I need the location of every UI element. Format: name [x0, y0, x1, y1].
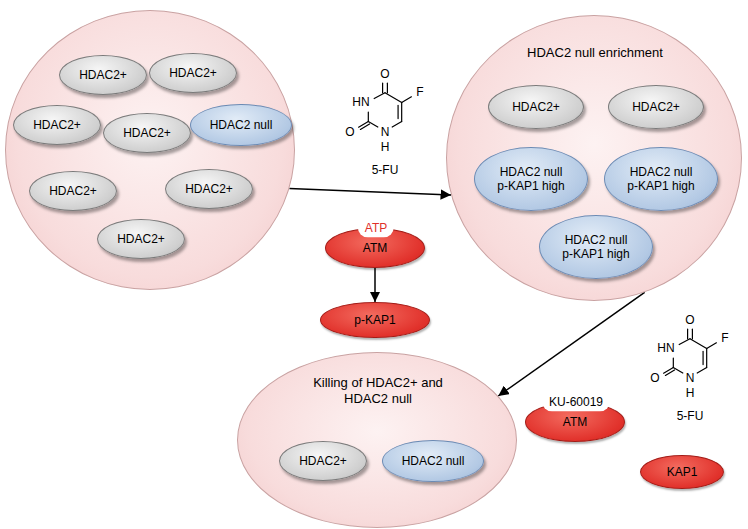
node-label: HDAC2 null p-KAP1 high	[495, 165, 567, 194]
atom-label: H	[381, 140, 390, 154]
cell-ellipse: HDAC2+	[608, 85, 704, 129]
inhibitor-tab: KU-60019	[542, 394, 610, 411]
atom-label: F	[416, 85, 423, 99]
atom-label: O	[345, 125, 354, 139]
node-label: ATM	[563, 415, 587, 429]
inhibitor-tab: ATP	[358, 220, 394, 237]
cell-ellipse: HDAC2 null	[382, 440, 483, 482]
flow-arrow	[498, 292, 644, 396]
atom-label: H	[686, 386, 695, 400]
region-heading: Killing of HDAC2+ and HDAC2 null	[309, 375, 447, 406]
atom-label: HN	[657, 341, 674, 355]
cell-ellipse: HDAC2+	[13, 105, 101, 145]
protein-ellipse: KAP1	[640, 455, 724, 489]
cell-ellipse: HDAC2+	[279, 441, 367, 481]
node-label: HDAC2 null p-KAP1 high	[625, 165, 697, 194]
cell-ellipse: HDAC2 null p-KAP1 high	[474, 147, 588, 211]
node-label: HDAC2+	[33, 118, 81, 132]
cell-ellipse: HDAC2 null p-KAP1 high	[539, 215, 653, 279]
atom-label: O	[380, 67, 389, 81]
cell-population: Killing of HDAC2+ and HDAC2 nullHDAC2+ HD…	[237, 352, 517, 528]
cell-ellipse: HDAC2 null	[190, 104, 291, 146]
node-label: HDAC2 null p-KAP1 high	[560, 233, 632, 262]
node-label: HDAC2+	[512, 100, 560, 114]
cell-ellipse: HDAC2+	[165, 169, 253, 209]
node-label: HDAC2+	[185, 182, 233, 196]
cell-ellipse: HDAC2+	[103, 113, 191, 153]
cell-ellipse: HDAC2+	[29, 171, 117, 211]
atom-label: HN	[352, 95, 369, 109]
node-label: HDAC2+	[169, 66, 217, 80]
cell-population: HDAC2 null enrichmentHDAC2+ HDAC2+ HDAC2 n…	[446, 15, 742, 301]
atom-label: F	[721, 331, 728, 345]
node-label: p-KAP1	[354, 313, 395, 327]
drug-label: 5-FU	[677, 409, 704, 423]
atom-label: O	[650, 371, 659, 385]
region-heading: HDAC2 null enrichment	[527, 45, 663, 61]
kinase-ellipse: ATPATM	[325, 228, 425, 268]
cell-ellipse: HDAC2+	[149, 53, 237, 93]
drug-label: 5-FU	[372, 163, 399, 177]
node-label: HDAC2+	[632, 100, 680, 114]
cell-ellipse: HDAC2+	[97, 219, 185, 259]
cell-population: HDAC2+HDAC2+HDAC2+HDAC2+HDAC2 nullHDAC2+…	[5, 10, 295, 290]
node-label: HDAC2+	[299, 454, 347, 468]
node-label: HDAC2 null	[402, 454, 465, 468]
atom-label: O	[685, 313, 694, 327]
node-label: HDAC2+	[79, 68, 127, 82]
cell-ellipse: HDAC2+	[59, 55, 147, 95]
flow-arrow	[289, 189, 451, 195]
node-label: KAP1	[667, 465, 698, 479]
node-label: HDAC2+	[117, 232, 165, 246]
protein-ellipse: p-KAP1	[320, 302, 430, 338]
node-label: HDAC2+	[49, 184, 97, 198]
atom-label: N	[381, 125, 390, 139]
node-label: HDAC2 null	[210, 118, 273, 132]
flow-arrow	[374, 268, 376, 302]
cell-ellipse: HDAC2 null p-KAP1 high	[604, 147, 718, 211]
cell-ellipse: HDAC2+	[488, 85, 584, 129]
node-label: HDAC2+	[123, 126, 171, 140]
node-label: ATM	[363, 241, 387, 255]
atom-label: N	[686, 371, 695, 385]
kinase-ellipse: KU-60019ATM	[525, 402, 625, 442]
